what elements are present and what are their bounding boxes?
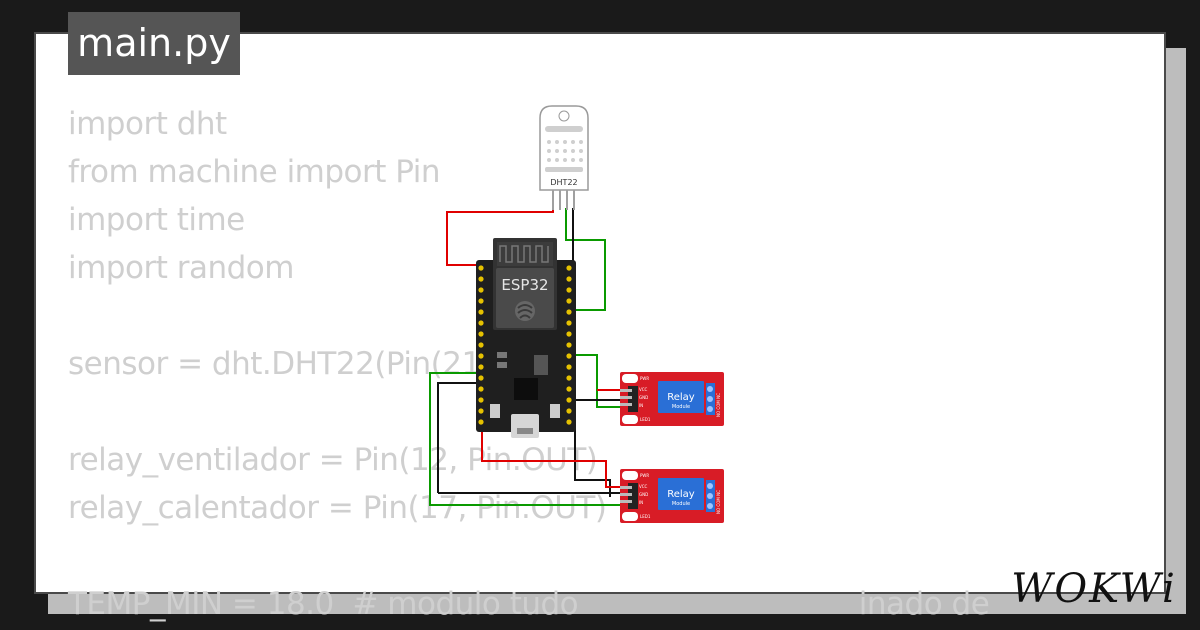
usb-port (511, 414, 539, 438)
file-tab[interactable]: main.py (68, 12, 240, 75)
relay-label: Relay (667, 392, 695, 403)
svg-text:VCC: VCC (639, 387, 648, 392)
code-line: TEMP_MIN = 18.0 # modulo tudo inado de (68, 586, 990, 622)
esp32-label: ESP32 (501, 276, 548, 294)
code-line: import time (68, 202, 245, 238)
wire-black-sensor (566, 208, 574, 266)
preview-card: import dht from machine import Pin impor… (34, 32, 1166, 622)
relay-module-1: PWR VCC GND IN LED1 Relay Module NO COM … (620, 372, 724, 426)
wire-black-relay2 (437, 382, 484, 493)
svg-text:GND: GND (639, 492, 648, 497)
code-line: sensor = dht.DHT22(Pin(21)) (68, 346, 504, 382)
code-line: from machine import Pin (68, 154, 441, 190)
svg-text:Module: Module (672, 501, 690, 507)
svg-text:VCC: VCC (639, 484, 648, 489)
svg-text:IN: IN (639, 500, 643, 505)
wire-red-relay2 (481, 428, 625, 488)
wire-black-relay2c (574, 399, 611, 497)
wire-green-sensor (565, 208, 606, 311)
svg-text:PWR: PWR (640, 473, 649, 478)
wokwi-logo: WOKWi (1011, 566, 1177, 612)
wire-green-relay1 (570, 354, 625, 408)
svg-text:GND: GND (639, 395, 648, 400)
svg-text:NO COM NC: NO COM NC (716, 393, 721, 417)
svg-text:PWR: PWR (640, 376, 649, 381)
code-line: import dht (68, 106, 227, 142)
svg-text:IN: IN (639, 403, 643, 408)
code-line: relay_ventilador = Pin(12, Pin.OUT) (68, 442, 598, 478)
relay-module-2: PWR VCC GND IN LED1 Relay Module NO COM … (620, 469, 724, 523)
svg-text:NO COM NC: NO COM NC (716, 490, 721, 514)
esp32-pins-right (566, 265, 572, 425)
wire-green-relay2 (429, 372, 625, 506)
svg-text:LED1: LED1 (640, 417, 651, 422)
wires (429, 208, 625, 506)
code-line: import random (68, 250, 294, 286)
relay-label: Relay (667, 489, 695, 500)
wire-red-sensor (446, 208, 554, 266)
dht22-sensor: DHT22 (539, 105, 589, 210)
logo-text: WOKWi (1011, 566, 1177, 612)
code-line: relay_calentador = Pin(17, Pin.OUT) (68, 490, 607, 526)
svg-text:Module: Module (672, 404, 690, 410)
dht22-label: DHT22 (550, 178, 577, 187)
esp32-board: ESP32 (476, 238, 576, 438)
svg-text:LED1: LED1 (640, 514, 651, 519)
esp32-pins-left (478, 265, 484, 425)
